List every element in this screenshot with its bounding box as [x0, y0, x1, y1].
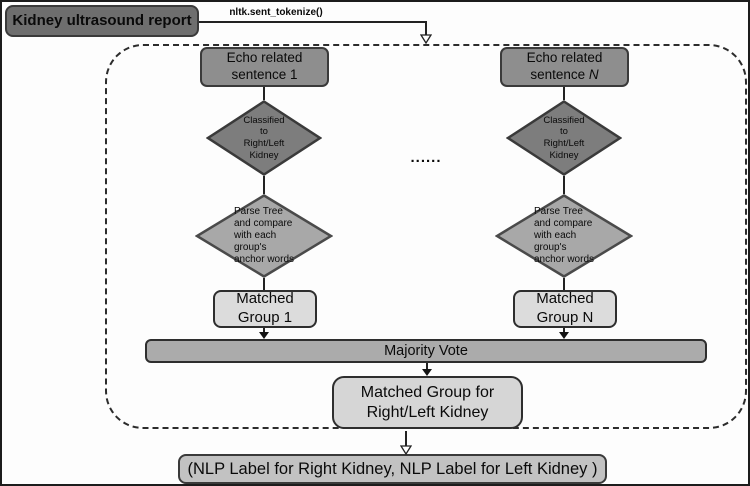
- filled-arrowhead: [422, 369, 432, 376]
- parse-tree-diamond-n: Parse Tree and compare with each group's…: [495, 194, 633, 278]
- echo-sentence-1-text: Echo related sentence 1: [226, 50, 303, 82]
- classify-diamond-n-text: Classified to Right/Left Kidney: [543, 114, 585, 161]
- connector-line: [563, 176, 565, 194]
- matched-group-n-box: Matched Group N: [513, 290, 617, 328]
- connector-line: [263, 176, 265, 194]
- diamond-shape: [206, 100, 322, 176]
- parse-diamond-1-text: Parse Tree and compare with each group's…: [233, 205, 295, 266]
- matched-group-1-box: Matched Group 1: [213, 290, 317, 328]
- parse-tree-diamond-1: Parse Tree and compare with each group's…: [195, 194, 333, 278]
- diamond-shape: [506, 100, 622, 176]
- connector-line: [263, 278, 265, 290]
- classify-diamond-1-text: Classified to Right/Left Kidney: [243, 114, 285, 161]
- diamond-shape: [195, 194, 333, 278]
- connector-line: [263, 328, 265, 333]
- tokenize-connector-hline: [199, 21, 427, 23]
- tokenize-function-label: nltk.sent_tokenize(): [229, 7, 323, 18]
- ellipsis-dots: ......: [410, 149, 442, 166]
- echo-sentence-n-text: Echo related sentence N: [526, 50, 603, 82]
- diamond-shape: [495, 194, 633, 278]
- parse-diamond-n-text: Parse Tree and compare with each group's…: [533, 205, 595, 266]
- connector-line: [563, 278, 565, 290]
- connector-line: [563, 87, 565, 100]
- tokenize-connector-vline: [425, 21, 427, 35]
- nlp-output-box: (NLP Label for Right Kidney, NLP Label f…: [178, 454, 607, 484]
- filled-arrowhead: [259, 332, 269, 339]
- connector-line: [426, 363, 428, 369]
- open-arrowhead-top: [420, 34, 432, 44]
- echo-sentence-n-box: Echo related sentence N: [500, 47, 629, 87]
- exit-connector-line: [405, 431, 407, 446]
- echo-sentence-1-box: Echo related sentence 1: [200, 47, 329, 87]
- classify-kidney-diamond-1: Classified to Right/Left Kidney: [206, 100, 322, 176]
- kidney-report-box: Kidney ultrasound report: [5, 5, 199, 37]
- majority-vote-bar: Majority Vote: [145, 339, 707, 363]
- filled-arrowhead: [559, 332, 569, 339]
- final-matched-group-box: Matched Group for Right/Left Kidney: [332, 376, 523, 429]
- connector-line: [263, 87, 265, 100]
- open-arrowhead-bottom: [400, 445, 412, 455]
- connector-line: [563, 328, 565, 333]
- classify-kidney-diamond-n: Classified to Right/Left Kidney: [506, 100, 622, 176]
